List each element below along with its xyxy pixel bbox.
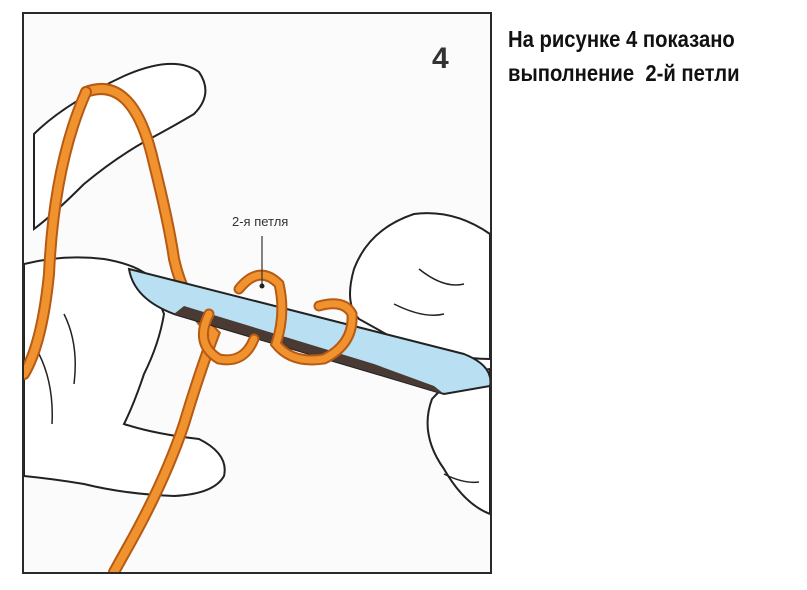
caption-text: На рисунке 4 показано выполнение 2-й пет… [508, 22, 763, 90]
loop-pointer-dot [259, 283, 265, 289]
caption-line-2: выполнение 2-й петли [508, 60, 740, 86]
illustration-frame: 4 2-я петля [22, 12, 492, 574]
first-loop-fill [199, 310, 258, 364]
needle-shadow [174, 306, 444, 394]
second-loop-fill [235, 271, 356, 364]
caption-line-1: На рисунке 4 показано [508, 26, 735, 52]
second-loop-label: 2-я петля [232, 214, 289, 229]
right-hand-lines [393, 268, 480, 484]
left-hand-crease [38, 313, 76, 425]
knitting-illustration [24, 63, 490, 572]
figure-number: 4 [432, 42, 449, 75]
yarn-strand-left-fill [24, 88, 90, 378]
